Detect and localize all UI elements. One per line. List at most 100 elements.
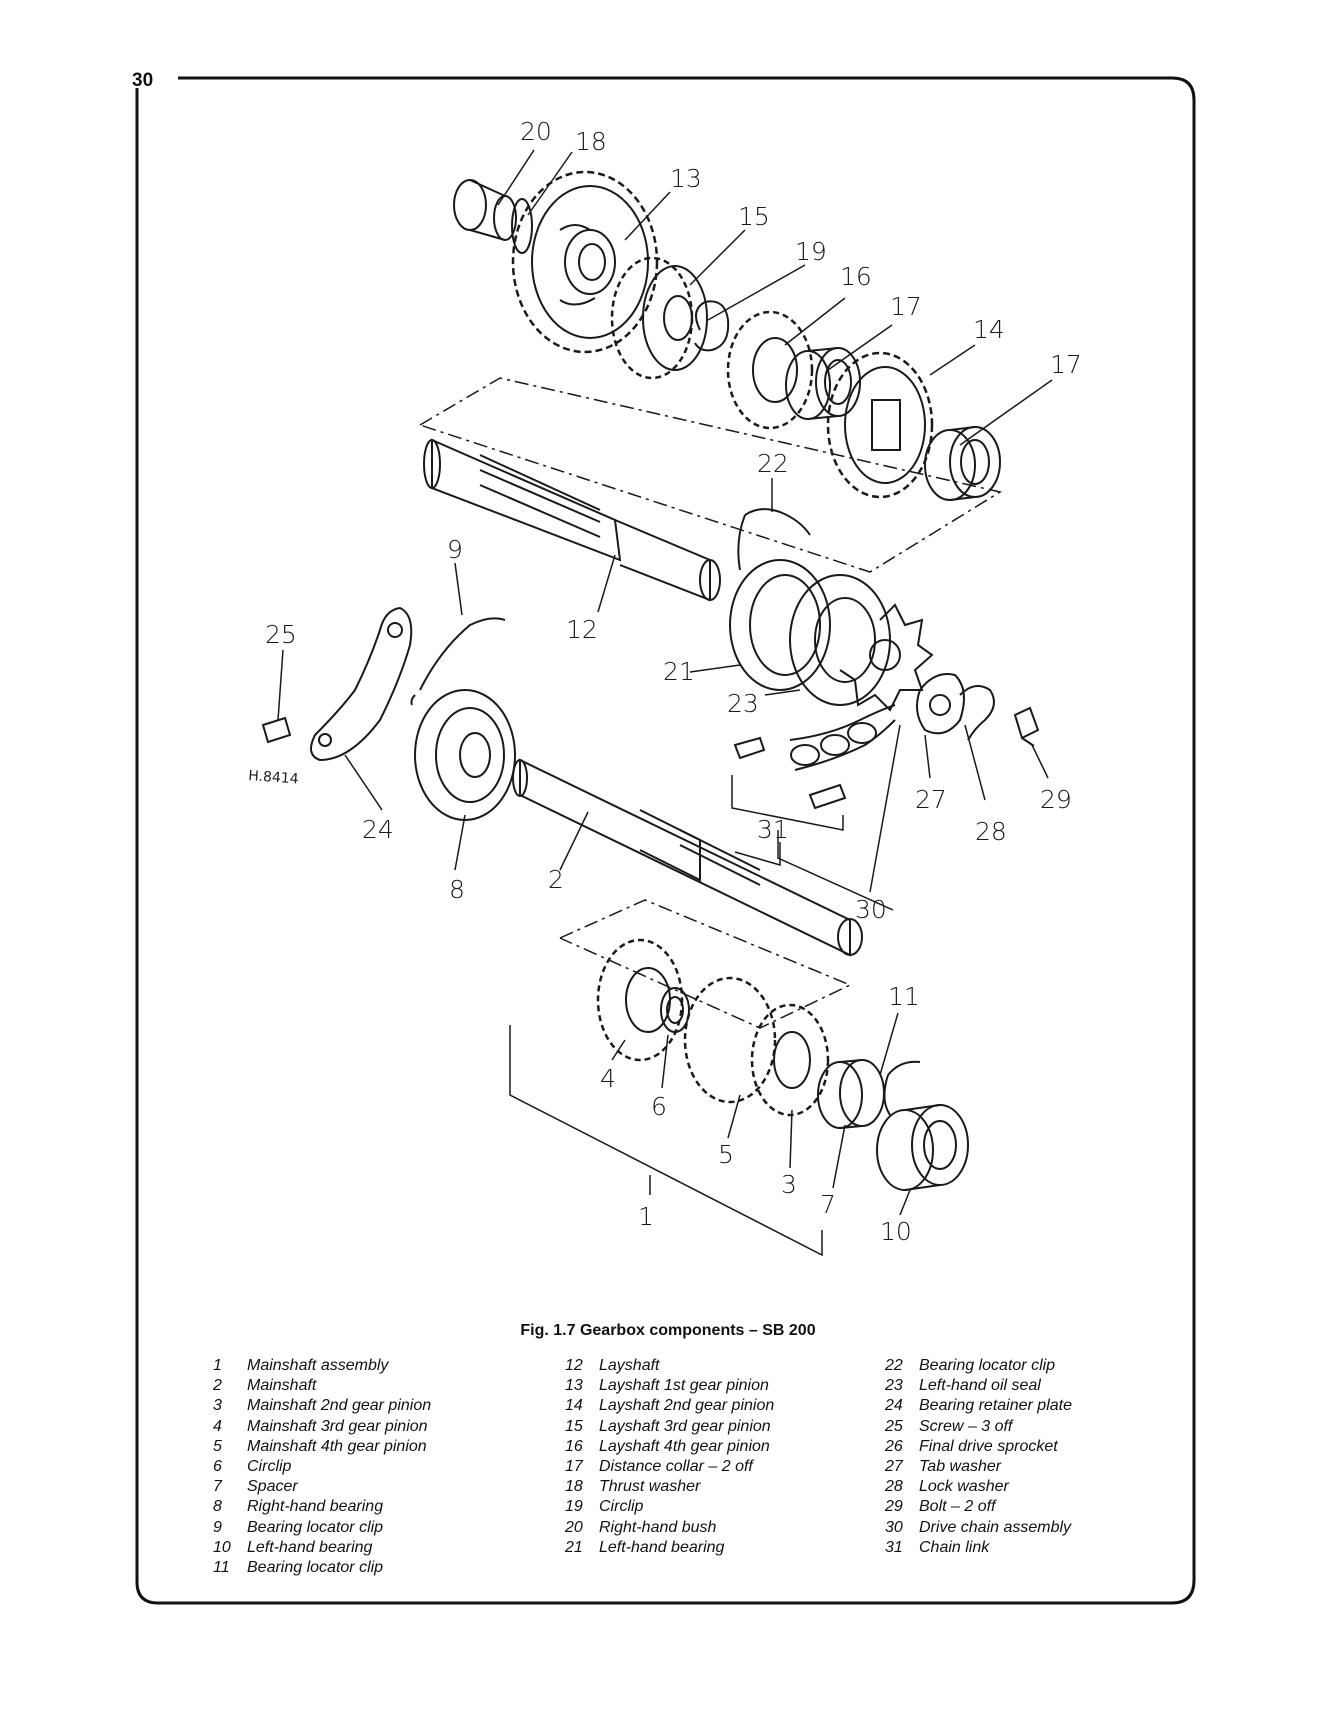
callout-14: 14 xyxy=(973,315,1005,344)
callout-22: 22 xyxy=(757,449,789,478)
layshaft-3rd-gear xyxy=(610,256,708,380)
layshaft-2nd-gear xyxy=(826,351,934,499)
circlip xyxy=(694,300,730,352)
mainshaft xyxy=(512,758,863,957)
leader-lines xyxy=(277,149,1053,1216)
callout-6: 6 xyxy=(651,1092,667,1121)
callout-labels: 20 18 13 15 19 16 17 14 17 22 9 25 12 21… xyxy=(248,117,1082,1246)
callout-19: 19 xyxy=(795,237,827,266)
callout-2: 2 xyxy=(548,865,564,894)
callout-15: 15 xyxy=(738,202,770,231)
callout-10: 10 xyxy=(880,1217,912,1246)
thrust-washer xyxy=(511,198,533,254)
bolt xyxy=(1013,706,1040,747)
callout-30: 30 xyxy=(855,895,887,924)
figure-caption: Fig. 1.7 Gearbox components – SB 200 xyxy=(520,1322,816,1339)
mainshaft-2nd-gear xyxy=(750,1003,830,1117)
callout-24: 24 xyxy=(362,815,394,844)
callout-12: 12 xyxy=(566,615,598,644)
callout-18: 18 xyxy=(575,127,607,156)
right-hand-bush xyxy=(453,179,517,241)
bearing-retainer-plate xyxy=(310,606,413,762)
callout-25: 25 xyxy=(265,620,297,649)
left-hand-bearing-10 xyxy=(876,1104,969,1191)
final-drive-sprocket xyxy=(839,603,934,712)
callout-27: 27 xyxy=(915,785,947,814)
callout-9: 9 xyxy=(447,535,463,564)
callout-11: 11 xyxy=(888,982,920,1011)
mainshaft-assembly-bracket xyxy=(509,1025,823,1257)
distance-collar xyxy=(785,347,861,420)
callout-28: 28 xyxy=(975,817,1007,846)
callout-20: 20 xyxy=(520,117,552,146)
callout-3: 3 xyxy=(781,1170,797,1199)
chain-link-bracket xyxy=(731,775,844,831)
callout-31: 31 xyxy=(757,815,789,844)
layshaft-1st-gear xyxy=(511,170,659,354)
lock-washer xyxy=(959,685,995,741)
layshaft-4th-gear xyxy=(726,310,814,430)
callout-4: 4 xyxy=(600,1064,616,1093)
callout-17a: 17 xyxy=(890,292,922,321)
left-hand-bearing-21 xyxy=(729,559,831,691)
screw xyxy=(261,716,292,744)
drive-chain xyxy=(733,704,896,810)
callout-17b: 17 xyxy=(1050,350,1082,379)
circlip-6 xyxy=(660,987,690,1033)
callout-8: 8 xyxy=(449,875,465,904)
bearing-locator-clip-9 xyxy=(410,617,506,706)
bearing-locator-clip-22 xyxy=(737,508,811,571)
callout-29: 29 xyxy=(1040,785,1072,814)
distance-collar-2 xyxy=(924,426,1001,501)
reference-code: H.8414 xyxy=(248,768,299,787)
callout-16: 16 xyxy=(840,262,872,291)
callout-5: 5 xyxy=(718,1140,734,1169)
tab-washer xyxy=(915,673,965,735)
callout-7: 7 xyxy=(820,1190,836,1219)
callout-21: 21 xyxy=(663,657,695,686)
layshaft xyxy=(423,438,721,602)
right-hand-bearing-8 xyxy=(414,689,516,821)
drive-chain-bracket xyxy=(777,830,894,911)
bearing-locator-clip-11 xyxy=(883,1060,921,1116)
mainshaft-4th-gear xyxy=(683,976,777,1104)
callout-13: 13 xyxy=(670,164,702,193)
left-hand-oil-seal xyxy=(789,574,891,706)
callout-23: 23 xyxy=(727,689,759,718)
